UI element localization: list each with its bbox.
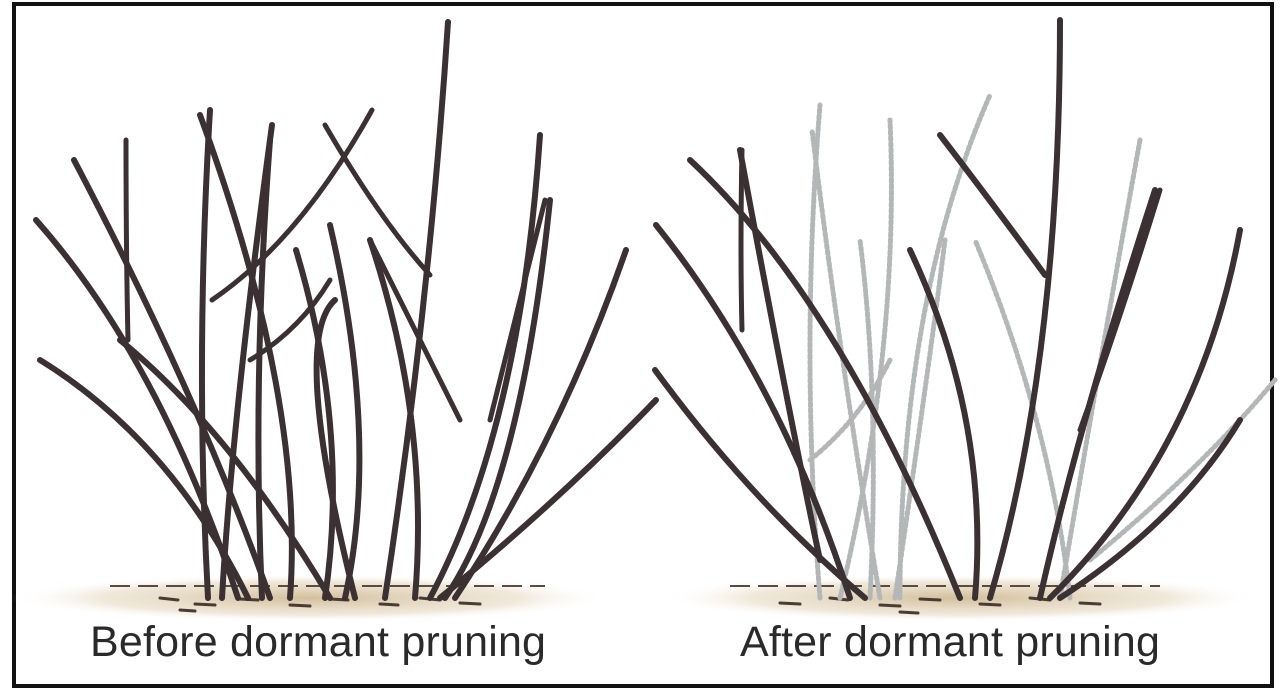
before-soil-mound [10,574,610,622]
before-bush [10,22,656,622]
cane [940,135,1045,275]
caption-before-pruning: Before dormant pruning [90,618,546,667]
cane [1050,230,1240,598]
cane [330,225,359,598]
caption-after-pruning: After dormant pruning [740,618,1160,667]
after-bush [655,20,1275,622]
cane [455,250,626,598]
cane [655,370,865,598]
pruned-cane [975,240,1070,598]
before-side-shoots [126,110,545,420]
cane [40,360,248,598]
